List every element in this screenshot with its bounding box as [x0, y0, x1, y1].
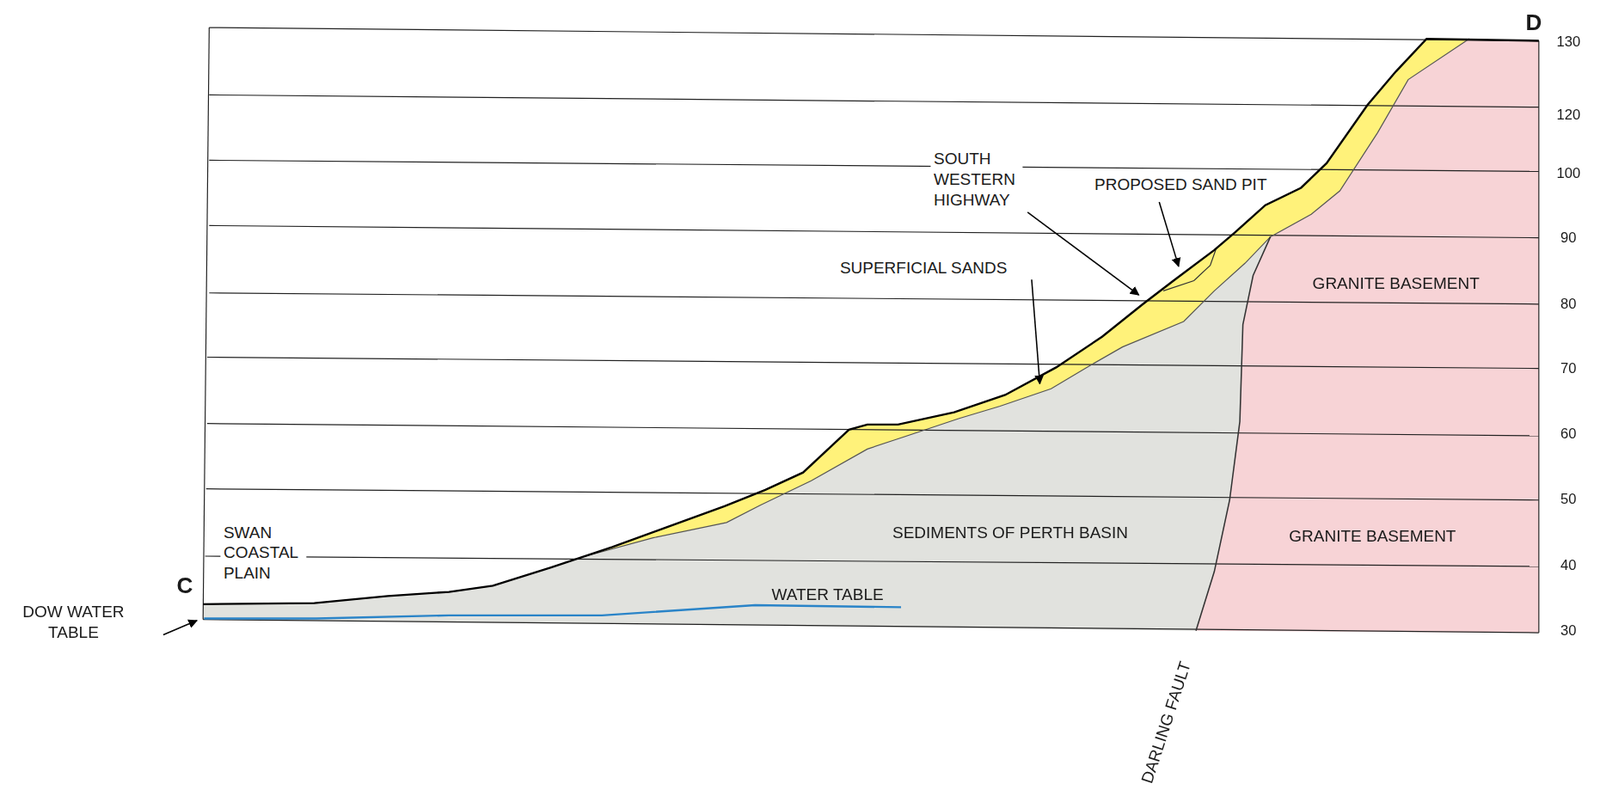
axis-number: 80: [1560, 294, 1576, 313]
region-label: SWAN COASTAL PLAIN: [220, 522, 307, 584]
feature-label: SUPERFICIAL SANDS: [836, 257, 1011, 279]
sediments-region: [202, 236, 1270, 631]
water-table-line: [203, 605, 902, 619]
water-table-label: WATER TABLE: [772, 584, 884, 606]
feature-label: SOUTH WESTERN HIGHWAY: [930, 148, 1023, 210]
axis-number: 100: [1556, 164, 1581, 183]
unit-name: GRANITE BASEMENT: [1312, 274, 1480, 293]
axis-number: 70: [1560, 359, 1576, 378]
section-end-label: D: [1525, 8, 1542, 37]
unit-name: SEDIMENTS OF PERTH BASIN: [892, 523, 1128, 542]
axis-number: 130: [1556, 32, 1581, 51]
leader-arrows: [163, 202, 1179, 635]
elevation-lines: [202, 27, 1539, 633]
sediment-unit: SEDIMENTS OF PERTH BASIN: [877, 515, 1144, 551]
darling-fault-line: [1195, 236, 1271, 631]
sand-base-line: [582, 38, 1471, 558]
axis-number: 90: [1560, 228, 1576, 247]
unit-name: GRANITE BASEMENT: [1288, 527, 1456, 546]
axis-number: 60: [1560, 424, 1576, 443]
ground-surface: [202, 38, 1539, 605]
feature-label: PROPOSED SAND PIT: [1091, 174, 1270, 196]
sand-layer: [551, 38, 1470, 568]
fault-label: DARLING FAULT: [1137, 659, 1196, 787]
axis-number: 50: [1560, 490, 1576, 509]
axis-number: 30: [1560, 621, 1576, 640]
granite-unit: GRANITE BASEMENT GRANITE BASEMENT: [1195, 236, 1539, 633]
feature-label: DOW WATER TABLE: [15, 601, 132, 643]
axis-number: 120: [1556, 106, 1581, 125]
section-end-label: C: [176, 571, 193, 601]
axis-number: 40: [1560, 556, 1576, 575]
